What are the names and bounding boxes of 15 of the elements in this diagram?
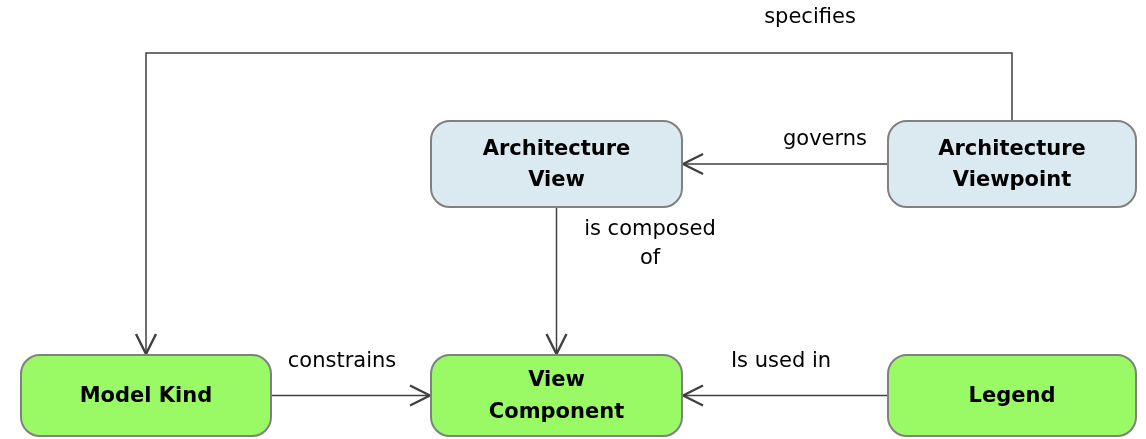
node-label: Architecture Viewpoint — [937, 134, 1087, 193]
rounded-box — [430, 354, 683, 437]
arrow — [681, 384, 888, 407]
node-label: View Component — [487, 366, 626, 425]
rounded-box — [430, 120, 683, 208]
arrow — [545, 207, 568, 356]
node-label: Model Kind — [79, 381, 213, 409]
rounded-box — [20, 354, 272, 437]
arrow — [271, 384, 432, 407]
arrow — [681, 152, 888, 176]
rounded-box — [887, 120, 1137, 208]
rounded-box — [887, 354, 1137, 437]
node-label: Architecture View — [481, 134, 632, 193]
node-label: Legend — [968, 381, 1056, 409]
arrow — [134, 52, 1013, 356]
